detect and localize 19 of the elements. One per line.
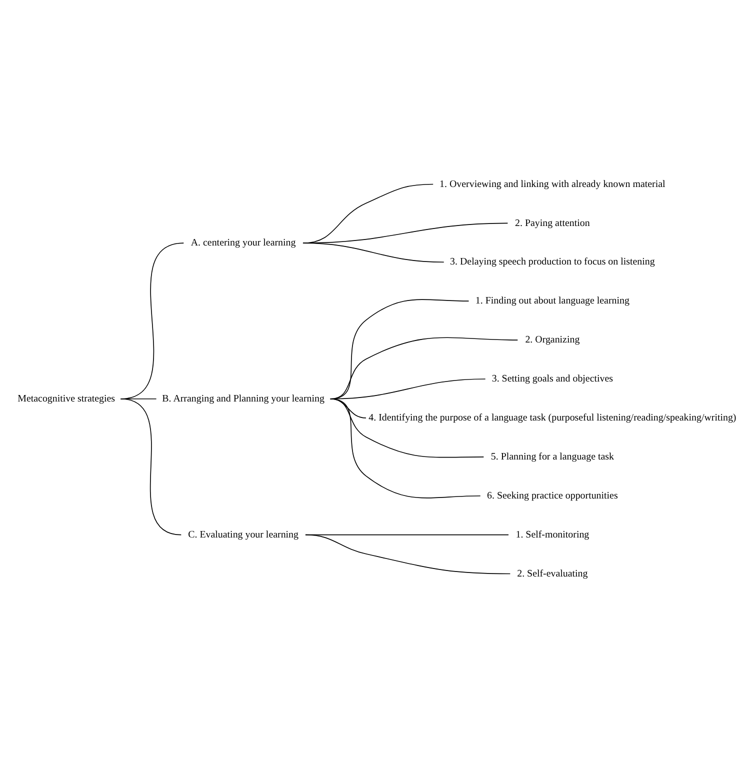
node-text: 5. Planning for a language task [490, 450, 614, 462]
connector [330, 398, 481, 498]
node-text: B. Arranging and Planning your learning [162, 392, 324, 404]
node-text: Metacognitive strategies [18, 392, 116, 404]
node-text: 1. Self-monitoring [516, 528, 590, 540]
node-text: 2. Paying attention [515, 217, 590, 228]
node-text: 3. Setting goals and objectives [492, 373, 614, 384]
node-text: C. Evaluating your learning [188, 528, 299, 540]
node-text: 6. Seeking practice opportunities [487, 490, 618, 501]
node-text: 3. Delaying speech production to focus on listening [450, 256, 655, 268]
node-text: 1. Finding out about language learning [475, 295, 630, 306]
connector [302, 242, 444, 262]
node-text: A. centering your learning [190, 237, 296, 248]
connector [305, 534, 511, 574]
connector [120, 398, 182, 535]
node-text: 2. Organizing [525, 334, 580, 346]
node-text: 2. Self-evaluating [517, 568, 588, 579]
node-text: 1. Overviewing and linking with already known material [440, 178, 666, 190]
node-text: 4. Identifying the purpose of a language task (purposeful listening/reading/speaking/writing) [368, 412, 736, 424]
